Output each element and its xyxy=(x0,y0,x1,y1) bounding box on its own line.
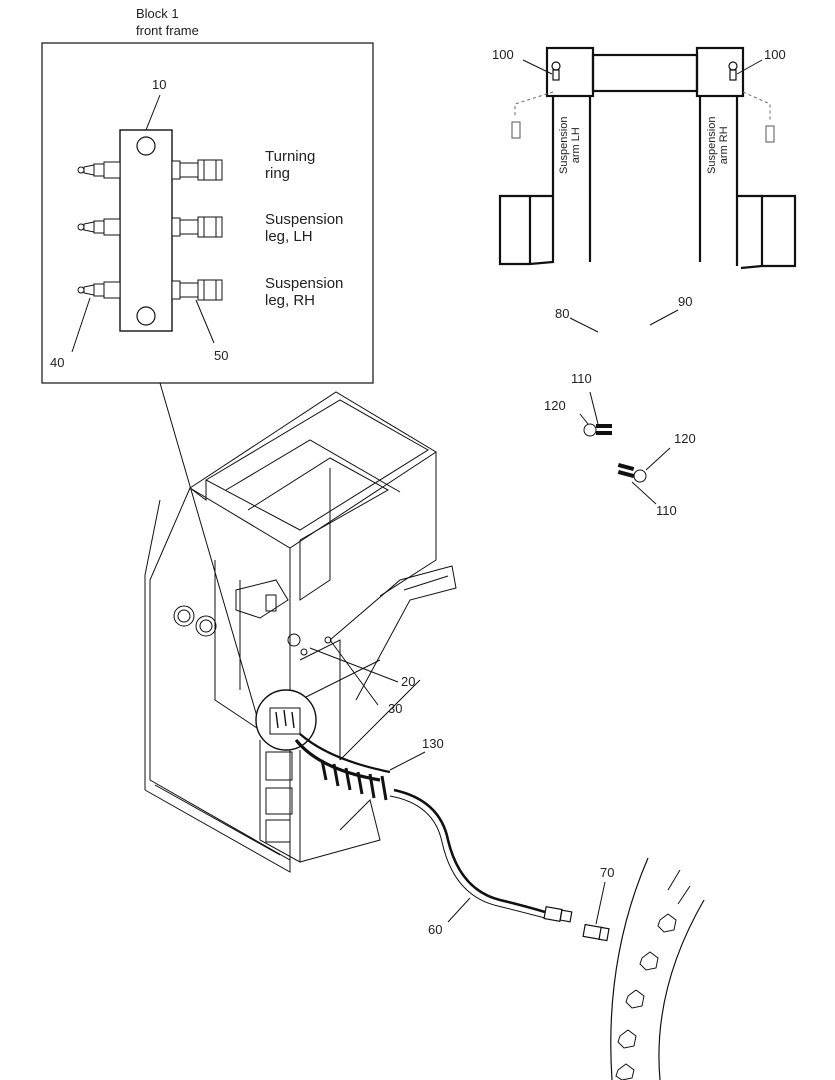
hose-coupling-row xyxy=(171,159,223,301)
detail-box xyxy=(41,42,374,384)
arm-rh-line2: arm RH xyxy=(718,126,730,165)
port-label-3-line2: leg, RH xyxy=(265,292,316,309)
distribution-block xyxy=(119,129,173,332)
arm-lh-label: Suspension arm LH xyxy=(558,117,582,175)
callout-130: 130 xyxy=(422,736,444,751)
callout-40: 40 xyxy=(50,355,65,370)
callout-60: 60 xyxy=(428,922,443,937)
port-label-3-line1: Suspension xyxy=(265,275,344,292)
callout-30: 30 xyxy=(388,701,403,716)
block-subtitle: front frame xyxy=(136,23,199,38)
callout-50: 50 xyxy=(214,348,229,363)
grease-nipple-row xyxy=(77,161,121,299)
port-label-2-line2: leg, LH xyxy=(265,228,313,245)
turning-ring xyxy=(610,857,705,1080)
arm-lh-line1: Suspension xyxy=(558,116,570,175)
detail-leader xyxy=(159,382,259,721)
block-title: Block 1 xyxy=(136,6,179,21)
port-label-1-line2: ring xyxy=(265,165,291,182)
callout-120-upper: 120 xyxy=(544,398,566,413)
arm-rh-label: Suspension arm RH xyxy=(706,117,730,175)
callout-20: 20 xyxy=(401,674,416,689)
port-label-2-line1: Suspension xyxy=(265,211,344,228)
fitting-70 xyxy=(582,881,610,942)
callout-110-lower: 110 xyxy=(656,503,677,518)
callout-90: 90 xyxy=(678,294,693,309)
front-frame xyxy=(144,391,457,873)
suspension-frame xyxy=(498,46,797,270)
callout-70: 70 xyxy=(600,865,615,880)
callout-80: 80 xyxy=(555,306,570,321)
callout-100-right: 100 xyxy=(764,47,786,62)
callout-110-upper: 110 xyxy=(571,371,592,386)
arm-rh-line1: Suspension xyxy=(706,116,718,175)
hose-bundle xyxy=(294,733,426,801)
arm-lh-line2: arm LH xyxy=(570,127,582,164)
hose-ends xyxy=(579,391,671,505)
port-label-1-line1: Turning xyxy=(265,148,316,165)
callout-120-lower: 120 xyxy=(674,431,696,446)
hose-60 xyxy=(393,788,546,914)
callout-100-left: 100 xyxy=(492,47,514,62)
callout-10: 10 xyxy=(152,77,167,92)
